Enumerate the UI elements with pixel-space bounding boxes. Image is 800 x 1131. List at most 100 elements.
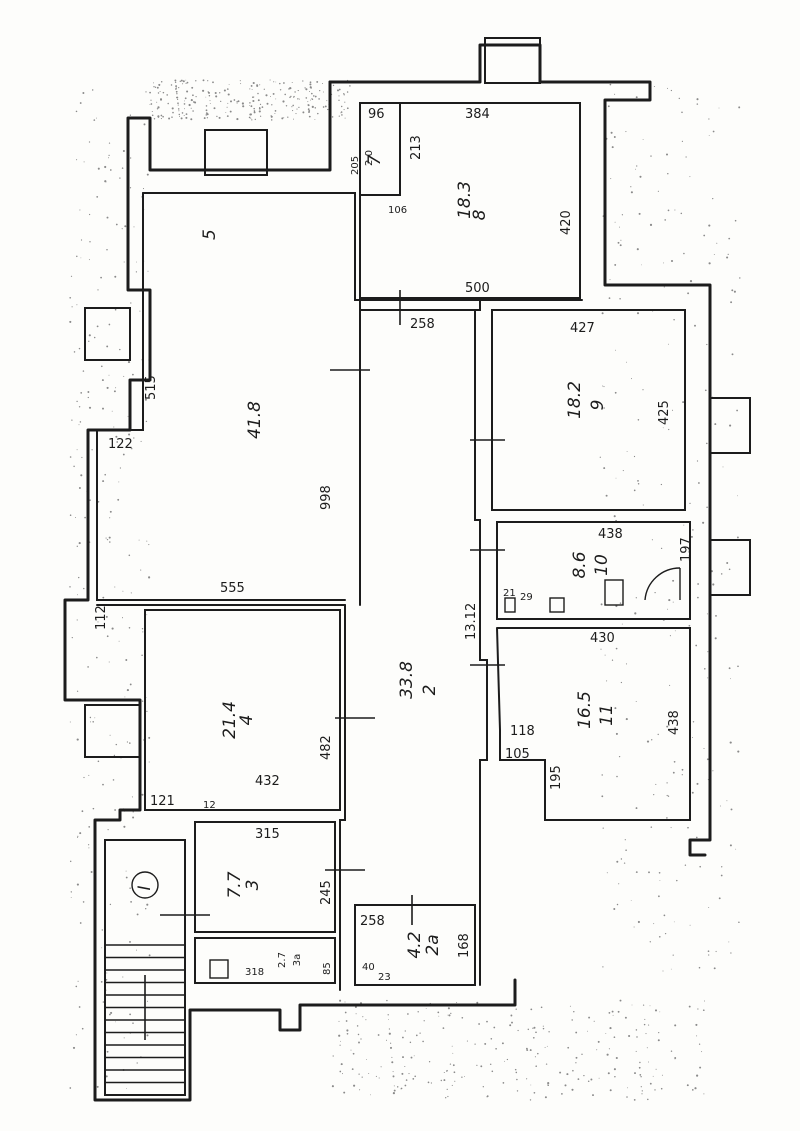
speckle-dot xyxy=(688,1005,691,1008)
speckle-dot xyxy=(666,87,669,89)
speckle-dot xyxy=(466,1040,468,1042)
speckle-dot xyxy=(313,95,315,97)
speckle-dot xyxy=(634,612,637,615)
speckle-dot xyxy=(377,1034,380,1036)
speckle-dot xyxy=(122,590,124,592)
speckle-dot xyxy=(76,690,79,692)
speckle-dot xyxy=(445,1097,447,1099)
speckle-dot xyxy=(486,1020,488,1023)
speckle-dot xyxy=(257,99,260,102)
speckle-dot xyxy=(665,153,669,156)
speckle-dot xyxy=(256,84,259,87)
speckle-dot xyxy=(324,105,327,108)
speckle-dot xyxy=(305,88,308,91)
dim-213: 213 xyxy=(409,135,424,160)
svg-text:I: I xyxy=(135,885,155,890)
speckle-dot xyxy=(730,808,733,811)
speckle-dot xyxy=(637,480,639,482)
speckle-dot xyxy=(70,896,72,898)
speckle-dot xyxy=(332,1055,334,1057)
speckle-dot xyxy=(620,239,622,241)
dim-121: 121 xyxy=(150,794,175,809)
speckle-dot xyxy=(123,1037,125,1039)
speckle-dot xyxy=(76,449,78,451)
speckle-dot xyxy=(207,80,209,82)
speckle-dot xyxy=(686,1084,689,1087)
speckle-dot xyxy=(739,277,741,279)
speckle-dot xyxy=(81,1027,84,1030)
speckle-dot xyxy=(409,1041,412,1044)
speckle-dot xyxy=(205,105,208,107)
svg-text:9: 9 xyxy=(588,400,608,411)
speckle-dot xyxy=(87,391,90,393)
svg-text:41.8: 41.8 xyxy=(245,401,265,439)
speckle-dot xyxy=(92,807,95,810)
speckle-dot xyxy=(259,84,261,86)
speckle-dot xyxy=(146,1000,149,1002)
speckle-dot xyxy=(78,1006,81,1008)
speckle-dot xyxy=(229,100,233,103)
speckle-dot xyxy=(404,1065,406,1068)
speckle-dot xyxy=(720,573,723,575)
speckle-dot xyxy=(77,980,79,982)
speckle-dot xyxy=(461,1076,463,1078)
speckle-dot xyxy=(75,517,76,518)
speckle-dot xyxy=(213,107,216,110)
speckle-dot xyxy=(82,370,85,372)
speckle-dot xyxy=(153,82,155,84)
speckle-dot xyxy=(124,225,127,228)
speckle-dot xyxy=(106,972,108,974)
speckle-dot xyxy=(284,93,287,96)
speckle-dot xyxy=(279,82,281,85)
speckle-dot xyxy=(657,190,659,192)
speckle-dot xyxy=(108,157,110,159)
speckle-dot xyxy=(209,100,211,102)
speckle-dot xyxy=(666,794,668,797)
speckle-dot xyxy=(461,1016,464,1019)
speckle-dot xyxy=(604,654,606,656)
dim-105: 105 xyxy=(505,747,530,762)
speckle-dot xyxy=(517,1029,519,1032)
speckle-dot xyxy=(309,86,312,89)
speckle-dot xyxy=(401,1072,404,1075)
speckle-dot xyxy=(228,83,230,85)
speckle-dot xyxy=(257,92,259,95)
speckle-dot xyxy=(646,1047,648,1049)
speckle-dot xyxy=(162,91,165,94)
speckle-dot xyxy=(516,1078,518,1081)
speckle-dot xyxy=(253,110,256,112)
speckle-dot xyxy=(115,1021,117,1023)
svg-text:3a: 3a xyxy=(292,954,303,967)
speckle-dot xyxy=(109,510,112,513)
speckle-dot xyxy=(703,1093,705,1095)
speckle-dot xyxy=(625,131,627,133)
speckle-dot xyxy=(295,113,297,115)
speckle-dot xyxy=(172,111,174,114)
speckle-dot xyxy=(606,872,608,874)
stair-hall-walls xyxy=(104,839,210,1096)
speckle-dot xyxy=(633,926,635,928)
speckle-dot xyxy=(537,1052,539,1055)
speckle-dot xyxy=(666,817,668,819)
speckle-dot xyxy=(640,1076,642,1078)
speckle-dot xyxy=(146,903,149,906)
speckle-dot xyxy=(358,1041,360,1044)
speckle-dot xyxy=(653,923,655,925)
speckle-dot xyxy=(88,406,92,409)
speckle-dot xyxy=(702,521,705,524)
speckle-dot xyxy=(495,1047,497,1050)
speckle-dot xyxy=(504,1060,506,1062)
speckle-dot xyxy=(249,113,252,116)
speckle-dot xyxy=(706,506,708,509)
speckle-dot xyxy=(122,453,125,456)
speckle-dot xyxy=(698,1043,701,1045)
speckle-dot xyxy=(79,922,82,924)
speckle-dot xyxy=(338,89,341,91)
speckle-dot xyxy=(114,586,116,588)
speckle-dot xyxy=(123,261,125,263)
speckle-dot xyxy=(205,109,208,112)
speckle-dot xyxy=(84,516,86,519)
speckle-dot xyxy=(338,1034,341,1037)
speckle-dot xyxy=(69,1087,72,1089)
speckle-dot xyxy=(171,107,174,110)
